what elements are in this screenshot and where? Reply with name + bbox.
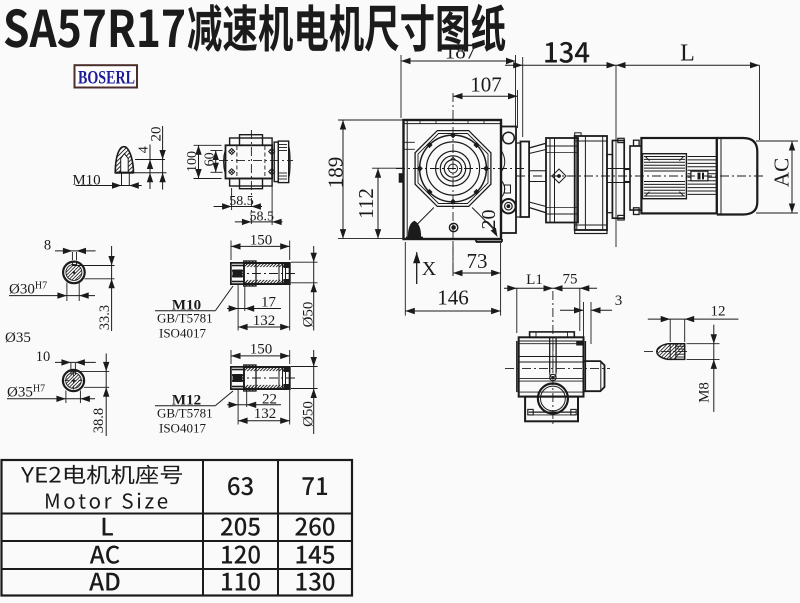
svg-text:150: 150 bbox=[250, 233, 273, 249]
svg-text:Ø50: Ø50 bbox=[301, 401, 317, 427]
svg-text:132: 132 bbox=[254, 406, 277, 422]
svg-text:189: 189 bbox=[324, 157, 348, 189]
svg-text:187: 187 bbox=[445, 40, 477, 64]
svg-text:M8: M8 bbox=[697, 382, 713, 403]
svg-text:100: 100 bbox=[185, 151, 200, 172]
svg-text:112: 112 bbox=[354, 188, 378, 219]
svg-text:10: 10 bbox=[36, 349, 51, 365]
svg-text:GB/T5781: GB/T5781 bbox=[157, 311, 213, 326]
svg-text:73: 73 bbox=[467, 249, 488, 273]
svg-text:ISO4017: ISO4017 bbox=[159, 326, 206, 341]
svg-text:58.5: 58.5 bbox=[250, 209, 275, 224]
svg-text:BOSERL: BOSERL bbox=[78, 68, 135, 89]
svg-text:22: 22 bbox=[262, 391, 277, 407]
svg-text:X: X bbox=[422, 258, 437, 280]
svg-text:38.8: 38.8 bbox=[91, 408, 107, 433]
svg-text:8: 8 bbox=[44, 237, 51, 253]
svg-text:L: L bbox=[680, 41, 695, 67]
svg-text:Ø50: Ø50 bbox=[301, 302, 317, 328]
svg-text:3: 3 bbox=[615, 293, 623, 309]
svg-text:12: 12 bbox=[711, 304, 726, 320]
svg-text:M10: M10 bbox=[172, 298, 201, 314]
svg-text:4: 4 bbox=[136, 146, 151, 153]
svg-text:17: 17 bbox=[261, 295, 277, 311]
svg-text:Ø35: Ø35 bbox=[5, 330, 31, 346]
svg-text:132: 132 bbox=[253, 313, 276, 329]
svg-text:GB/T5781: GB/T5781 bbox=[157, 406, 213, 421]
svg-text:146: 146 bbox=[437, 286, 469, 310]
svg-text:M10: M10 bbox=[72, 173, 100, 189]
svg-text:AC: AC bbox=[770, 158, 794, 187]
svg-text:20: 20 bbox=[478, 210, 500, 230]
svg-text:150: 150 bbox=[250, 342, 273, 358]
svg-text:M12: M12 bbox=[172, 393, 201, 409]
svg-text:33.3: 33.3 bbox=[97, 305, 113, 330]
svg-text:20: 20 bbox=[148, 127, 164, 142]
svg-text:58.5: 58.5 bbox=[229, 194, 254, 209]
svg-text:107: 107 bbox=[470, 73, 502, 97]
svg-text:L1: L1 bbox=[526, 272, 543, 288]
svg-text:60: 60 bbox=[203, 152, 218, 166]
svg-text:75: 75 bbox=[563, 272, 578, 288]
svg-text:ISO4017: ISO4017 bbox=[159, 421, 206, 436]
